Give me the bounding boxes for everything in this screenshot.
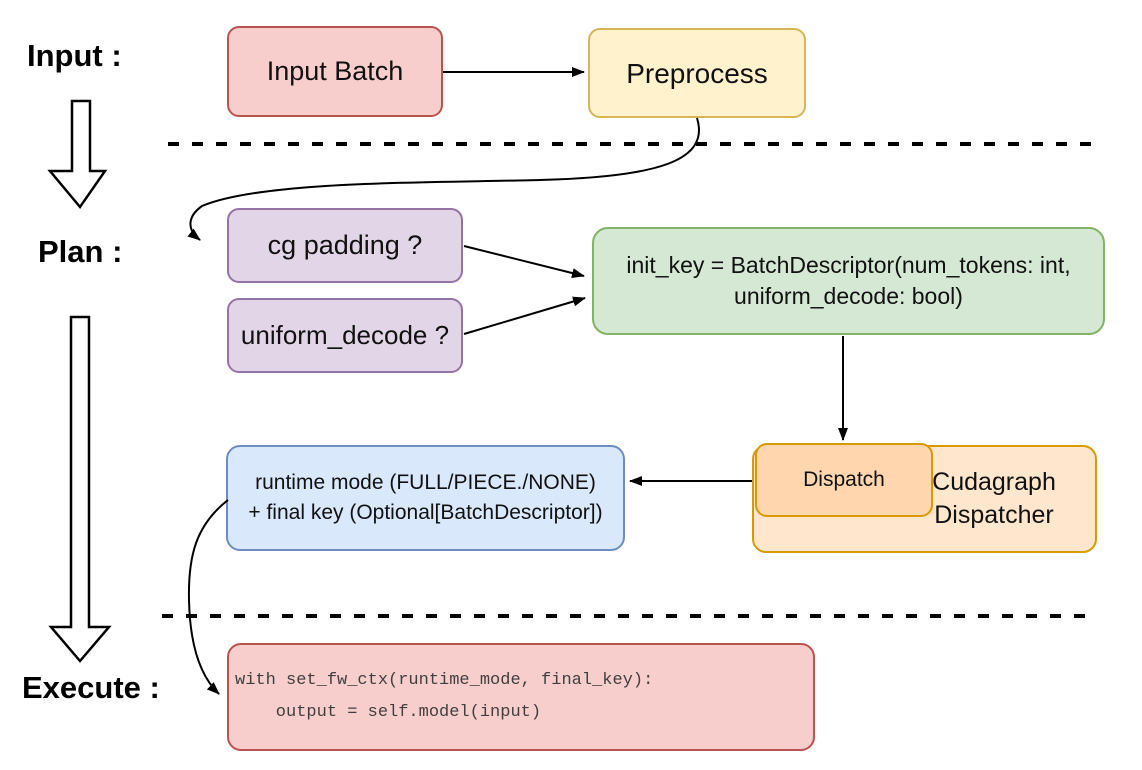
arrow-uniform-decode-to-init-key [463, 296, 586, 335]
input-phase-down-arrow-icon [47, 99, 108, 210]
init-key-line1: init_key = BatchDescriptor(num_tokens: i… [626, 252, 1071, 278]
arrow-runtime-mode-to-execute-code [187, 499, 229, 695]
input-batch-label: Input Batch [266, 55, 404, 86]
runtime-mode-line1: runtime mode (FULL/PIECE./NONE) [255, 471, 596, 494]
init-key-node: init_key = BatchDescriptor(num_tokens: i… [592, 227, 1105, 335]
cg-padding-node: cg padding ? [227, 208, 463, 283]
init-key-line2: uniform_decode: bool) [734, 283, 963, 309]
execute-code-line2: output = self.model(input) [235, 703, 542, 722]
uniform-decode-label: uniform_decode ? [240, 320, 450, 351]
dispatch-label: Dispatch [803, 467, 885, 491]
uniform-decode-node: uniform_decode ? [227, 298, 463, 373]
runtime-mode-line2: + final key (Optional[BatchDescriptor]) [248, 501, 603, 524]
dispatch-node: Dispatch [755, 443, 933, 517]
preprocess-label: Preprocess [626, 57, 768, 89]
input-phase-label: Input : [27, 38, 122, 73]
preprocess-node: Preprocess [588, 28, 806, 118]
input-batch-node: Input Batch [227, 26, 443, 117]
cudagraph-dispatcher-label: Cudagraph Dispatcher [932, 468, 1056, 529]
plan-phase-down-arrow-icon [48, 315, 112, 663]
plan-phase-label: Plan : [38, 234, 123, 269]
execute-code-node: with set_fw_ctx(runtime_mode, final_key)… [227, 643, 815, 751]
execute-code-line1: with set_fw_ctx(runtime_mode, final_key)… [235, 671, 654, 690]
arrow-cg-padding-to-init-key [463, 245, 585, 278]
runtime-mode-node: runtime mode (FULL/PIECE./NONE) + final … [226, 445, 625, 551]
cg-padding-label: cg padding ? [267, 229, 423, 260]
execute-phase-label: Execute : [22, 670, 160, 705]
